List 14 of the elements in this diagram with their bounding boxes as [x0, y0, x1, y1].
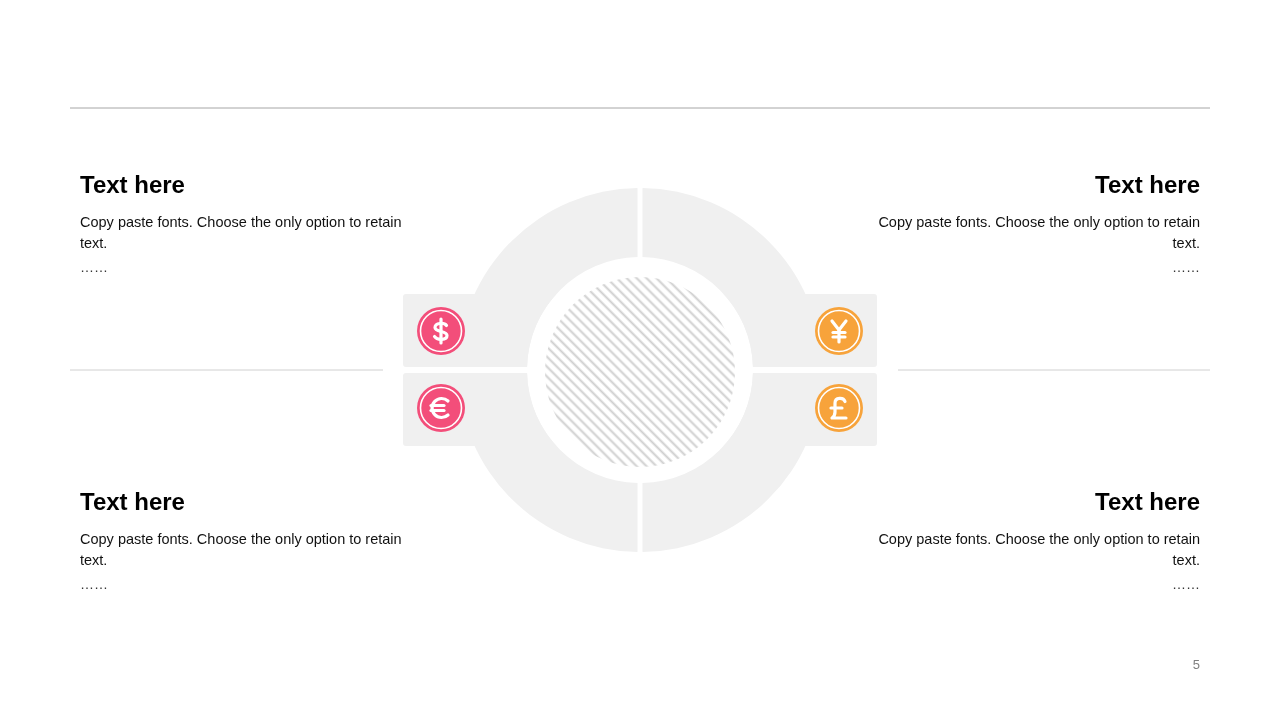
ellipsis-text: …… — [80, 259, 108, 275]
heading: Text here — [1095, 488, 1200, 516]
heading: Text here — [80, 171, 185, 199]
ellipsis-text: …… — [1172, 576, 1200, 592]
heading: Text here — [80, 488, 185, 516]
ellipsis-text: …… — [80, 576, 108, 592]
hatched-circle — [545, 277, 735, 467]
body-text: Copy paste fonts. Choose the only option to retain text. — [877, 213, 1200, 253]
heading: Text here — [1095, 171, 1200, 199]
body-text: Copy paste fonts. Choose the only option to retain text. — [80, 213, 403, 253]
page-number: 5 — [1192, 657, 1200, 673]
body-text: Copy paste fonts. Choose the only option to retain text. — [80, 530, 403, 570]
body-text: Copy paste fonts. Choose the only option to retain text. — [877, 530, 1200, 570]
ellipsis-text: …… — [1172, 259, 1200, 275]
